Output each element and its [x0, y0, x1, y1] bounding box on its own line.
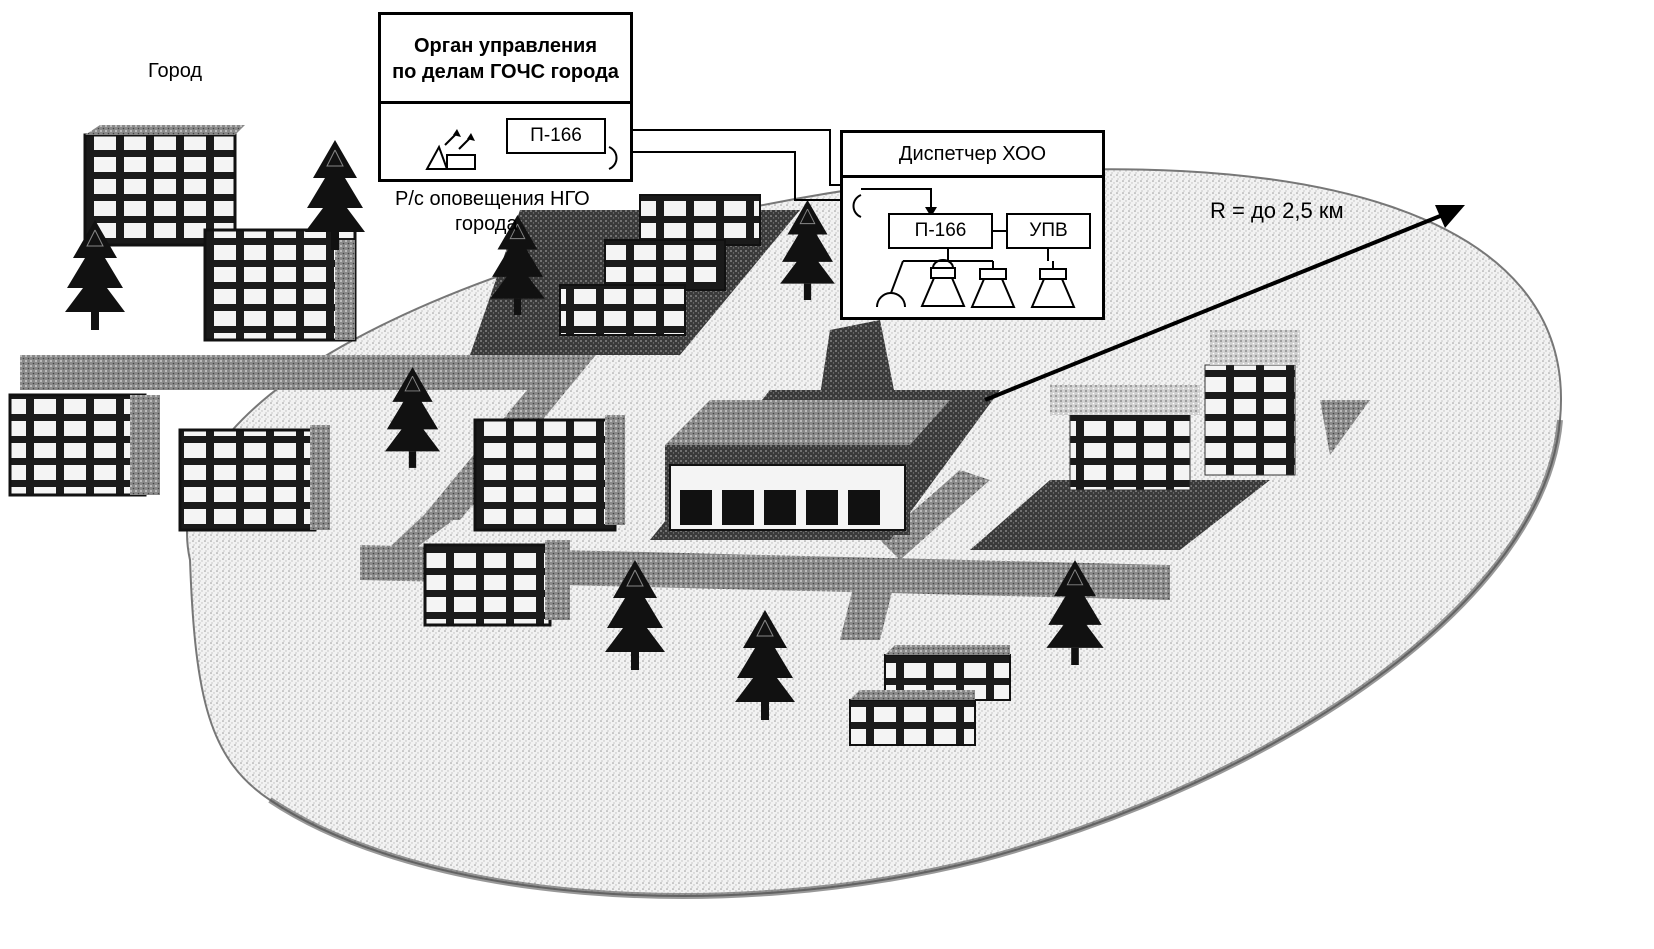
building-3 [8, 393, 160, 497]
city-p166-device: П-166 [506, 118, 606, 154]
building-10 [1050, 385, 1200, 491]
dispatcher-title: Диспетчер ХОО [898, 143, 1047, 165]
radius-label: R = до 2,5 км [1210, 198, 1344, 223]
signal-arrow [861, 188, 937, 217]
handset-icon [852, 194, 862, 218]
building-1 [83, 125, 245, 247]
control-body-title-line1: Орган управления [413, 35, 598, 57]
handset-icon [608, 146, 618, 170]
building-8 [604, 239, 726, 291]
building-6 [423, 540, 570, 627]
building-7 [639, 194, 761, 246]
device-link [993, 230, 1006, 232]
building-13 [849, 690, 976, 746]
radio-station-label-line1: Р/с оповещения НГО [395, 188, 590, 210]
radius-arrow [984, 205, 1465, 402]
dispatcher-divider [843, 175, 1102, 178]
building-5 [473, 415, 625, 532]
upv-device: УПВ [1006, 213, 1091, 249]
hoo-p166-device: П-166 [888, 213, 993, 249]
building-9 [559, 284, 686, 336]
block-right [1320, 400, 1370, 455]
dispatcher-box: Диспетчер ХОО П-166 УПВ [840, 130, 1105, 320]
factory-icon [665, 320, 950, 535]
city-label: Город [148, 60, 203, 82]
platform-right [970, 480, 1270, 550]
loudspeaker-icon [1030, 261, 1076, 308]
control-body-box: Орган управления по делам ГОЧС города П-… [378, 12, 633, 182]
control-body-title-line2: по делам ГОЧС города [392, 61, 619, 83]
radio-station-label-line2: города [455, 213, 518, 235]
control-body-divider [381, 101, 630, 104]
loudspeaker-icon [970, 261, 1016, 308]
building-2 [203, 228, 357, 342]
radio-transmitter-icon [425, 129, 476, 170]
zone-ellipse-rim [268, 419, 1563, 899]
connection-lines [625, 129, 870, 201]
building-11 [1204, 330, 1300, 476]
building-4 [178, 425, 330, 532]
loudspeaker-icon [920, 259, 966, 307]
